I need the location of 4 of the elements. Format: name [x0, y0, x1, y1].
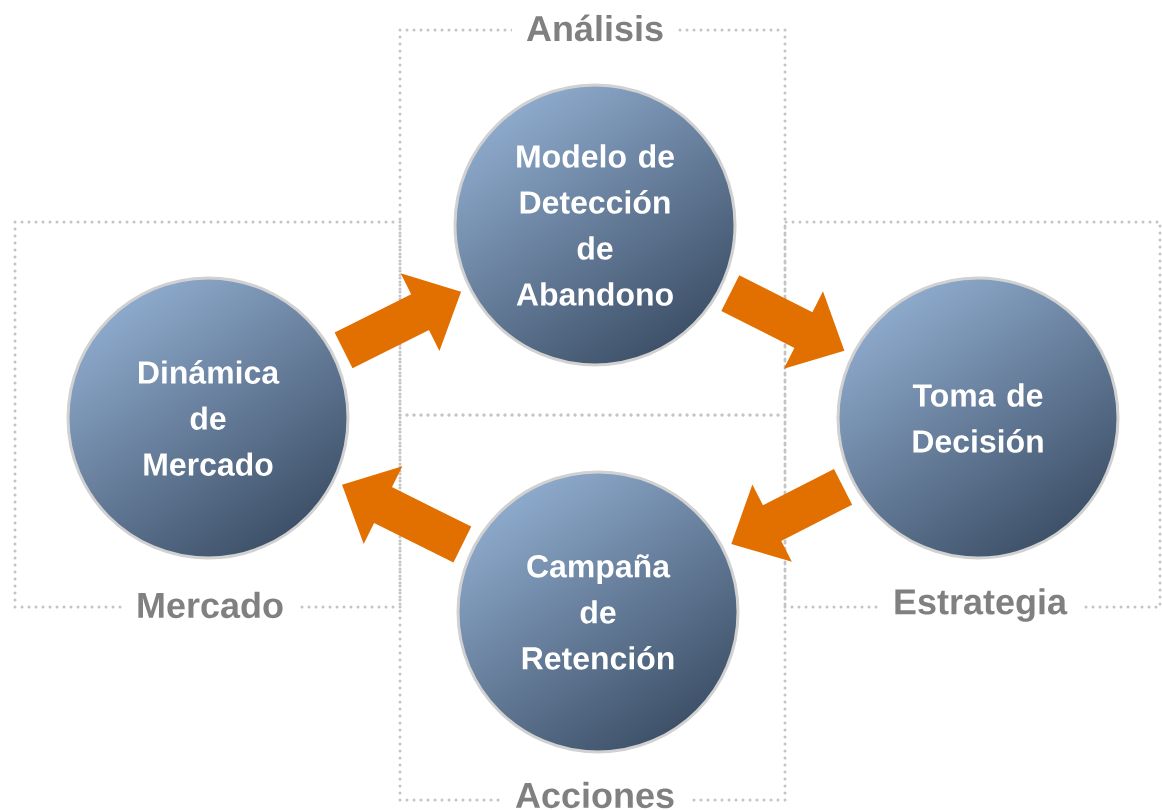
- region-heading: Acciones: [500, 779, 690, 810]
- region-heading: Estrategia: [878, 586, 1082, 624]
- region-heading: Análisis: [512, 12, 679, 44]
- region-heading: Mercado: [122, 589, 299, 621]
